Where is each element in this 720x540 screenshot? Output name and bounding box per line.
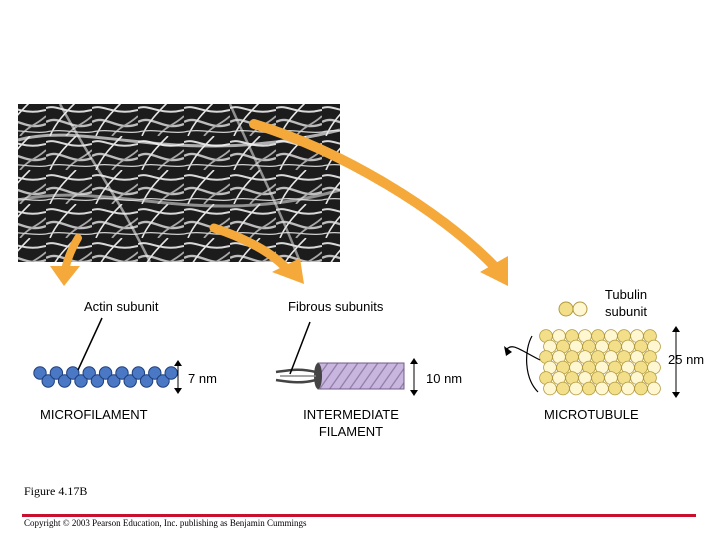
actin-subunit-bead (66, 366, 80, 380)
tubulin-subunit-bead (634, 381, 648, 396)
tubulin-subunit-label-line2: subunit (605, 304, 647, 319)
microtubule-helix-arrow (504, 335, 541, 393)
microtubule-dimension-bar (672, 326, 680, 398)
microtubule-cylinder (539, 329, 661, 396)
actin-subunit-label: Actin subunit (84, 299, 159, 314)
actin-subunit-bead (98, 366, 113, 380)
arrow-to-intermediate-filament (209, 223, 304, 284)
footer-rule (22, 514, 696, 517)
arrow-to-microfilament (50, 234, 82, 286)
microtubule-diameter-label: 25 nm (668, 352, 705, 367)
actin-subunit-bead (41, 374, 55, 388)
actin-subunit-bead (57, 374, 72, 388)
tubulin-subunit-label-line1: Tubulin (604, 287, 648, 302)
intermediate-dimension-bar (410, 358, 418, 396)
microfilament-dimension-bar (174, 360, 182, 394)
actin-leader-line (77, 317, 103, 371)
intermediate-filament-title-line1: INTERMEDIATE (303, 407, 399, 422)
intermediate-filament-diameter-label: 10 nm (426, 371, 463, 386)
actin-subunit-bead (115, 366, 129, 380)
actin-subunit-bead (164, 366, 178, 380)
microtubule-title: MICROTUBULE (544, 407, 639, 422)
microfilament-title: MICROFILAMENT (40, 407, 148, 422)
micrograph-image (17, 103, 341, 263)
fibrous-subunits-leader-line (289, 321, 311, 375)
tubulin-subunit-bead (595, 381, 609, 396)
arrow-to-microtubule (249, 119, 508, 286)
actin-subunit-bead (74, 374, 88, 388)
fibrous-subunits-label: Fibrous subunits (288, 299, 384, 314)
actin-subunit-bead (156, 374, 170, 388)
actin-subunit-bead (139, 374, 154, 388)
tubulin-subunit-bead (647, 381, 661, 396)
microfilament-actin-chain (33, 366, 178, 388)
actin-subunit-bead (82, 366, 96, 380)
tubulin-subunit-bead (569, 381, 583, 396)
figure-caption: Figure 4.17B (24, 484, 88, 498)
tubulin-dimer-icon (558, 301, 588, 317)
actin-subunit-bead (131, 366, 146, 380)
actin-subunit-bead (148, 366, 162, 380)
actin-subunit-bead (107, 374, 121, 388)
tubulin-subunit-bead (543, 381, 557, 396)
microfilament-diameter-label: 7 nm (188, 371, 217, 386)
actin-subunit-bead (49, 366, 64, 380)
actin-subunit-bead (90, 374, 105, 388)
tubulin-subunit-bead (621, 381, 635, 396)
tubulin-subunit-bead (582, 381, 596, 396)
intermediate-filament-rope (275, 362, 405, 390)
tubulin-subunit-label: Tubulin subunit (588, 286, 664, 320)
actin-subunit-bead (123, 374, 137, 388)
intermediate-filament-title-line2: FILAMENT (318, 424, 384, 439)
tubulin-subunit-bead (556, 381, 570, 396)
tubulin-subunit-bead (608, 381, 622, 396)
copyright-notice: Copyright © 2003 Pearson Education, Inc.… (24, 518, 307, 528)
actin-subunit-bead (33, 366, 47, 380)
intermediate-filament-title: INTERMEDIATE FILAMENT (286, 406, 416, 440)
